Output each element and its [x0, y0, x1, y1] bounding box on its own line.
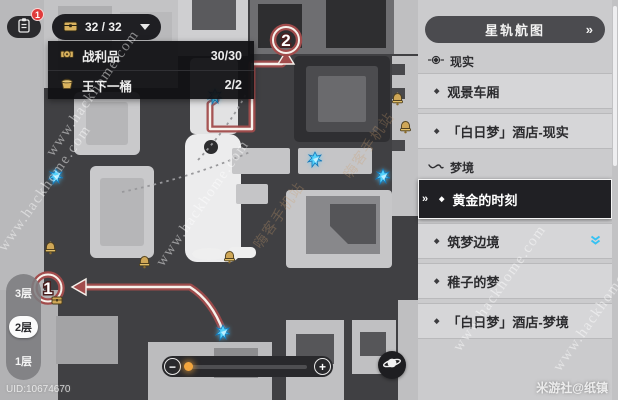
chevrons-right-icon: » — [585, 22, 593, 37]
notification-badge: 1 — [31, 8, 44, 21]
diamond-bullet-icon: ◆ — [434, 278, 440, 285]
sidebar-item-label: 稚子的梦 — [447, 274, 500, 290]
diamond-bullet-icon: ◆ — [434, 318, 440, 325]
sidebar-item-observation-car[interactable]: ◆ 观景车厢 — [418, 73, 612, 109]
diamond-bullet-icon: ◆ — [434, 238, 440, 245]
wave-icon — [428, 160, 444, 174]
teleport-marker-icon[interactable] — [375, 168, 391, 186]
collectible-counter[interactable]: 32 / 32 — [52, 14, 161, 40]
cyan-chevrons-down-icon — [589, 234, 602, 249]
route-marker-1: 1 — [43, 279, 52, 298]
sidebar-item-label: 「白日梦」酒店-现实 — [447, 124, 569, 140]
counter-value: 32 / 32 — [85, 20, 122, 34]
dashed-trail — [197, 91, 248, 161]
loot-icon — [60, 48, 74, 63]
bell-poi-icon[interactable] — [138, 255, 151, 269]
zoom-track[interactable] — [188, 364, 307, 369]
diamond-bullet-icon: ◆ — [439, 196, 445, 203]
map-title-bar[interactable]: 星轨航图 » — [425, 16, 605, 43]
teleport-marker-icon[interactable] — [307, 151, 323, 169]
route-path-2: 2 — [206, 23, 303, 133]
tracker-button[interactable] — [7, 16, 41, 38]
sidebar-item-dreamflux-reef[interactable]: ◆ 筑梦边境 — [418, 223, 612, 259]
route-path-1: 1 — [31, 271, 227, 335]
sidebar-item-golden-hour-selected[interactable]: » ◆ 黄金的时刻 — [418, 179, 612, 219]
diamond-bullet-icon: ◆ — [434, 128, 440, 135]
sidebar-item-daydream-hotel-dreamscape[interactable]: ◆ 「白日梦」酒店-梦境 — [418, 303, 612, 339]
world-map-button[interactable] — [378, 351, 406, 379]
sidebar-item-daydream-hotel-reality[interactable]: ◆ 「白日梦」酒店-现实 — [418, 113, 612, 149]
teleport-marker-icon[interactable] — [48, 168, 64, 186]
dropdown-row-loot[interactable]: 战利品 30/30 — [48, 41, 254, 70]
floor-selector: 3层 2层 1层 — [6, 274, 41, 380]
sidebar-item-label: 「白日梦」酒店-梦境 — [447, 314, 569, 330]
sidebar-item-label: 筑梦边境 — [447, 234, 500, 250]
floor-button-3[interactable]: 3层 — [14, 288, 33, 300]
zoom-slider[interactable]: − + — [162, 356, 333, 377]
route-marker-2: 2 — [281, 31, 290, 50]
planet-icon — [382, 355, 402, 376]
sidebar-item-label: 黄金的时刻 — [452, 192, 518, 208]
section-dreamscape: 梦境 — [428, 159, 602, 175]
bell-poi-icon[interactable] — [399, 120, 412, 134]
bucket-icon — [60, 77, 74, 93]
dropdown-row-count: 2/2 — [224, 78, 242, 92]
zoom-thumb[interactable] — [184, 362, 193, 371]
dropdown-row-label: 战利品 — [82, 50, 120, 64]
sidebar: 星轨航图 » 现实 ◆ 观景车厢 ◆ 「白日梦」酒店-现实 梦境 » ◆ 黄金的… — [418, 0, 612, 400]
teleport-marker-icon[interactable] — [215, 324, 231, 342]
page-title: 星轨航图 — [484, 23, 545, 38]
sidebar-item-childs-dream[interactable]: ◆ 稚子的梦 — [418, 263, 612, 299]
sidebar-item-label: 观景车厢 — [447, 84, 500, 100]
diamond-bullet-icon: ◆ — [434, 88, 440, 95]
sidebar-scrollbar[interactable] — [612, 0, 618, 400]
dropdown-row-count: 30/30 — [210, 48, 242, 63]
fountain — [192, 248, 226, 260]
clipboard-icon — [17, 17, 31, 38]
floor-button-2-selected[interactable]: 2层 — [9, 316, 38, 338]
bell-poi-icon[interactable] — [223, 250, 236, 264]
zoom-out-button[interactable]: − — [164, 358, 181, 375]
bell-poi-icon[interactable] — [44, 241, 57, 255]
chevrons-right-icon: » — [422, 193, 429, 205]
uid-watermark: UID:10674670 — [6, 384, 71, 395]
dropdown-row-label: 王下一桶 — [82, 79, 133, 94]
dropdown-row-bucket[interactable]: 王下一桶 2/2 — [48, 70, 254, 99]
zoom-in-button[interactable]: + — [314, 358, 331, 375]
caret-down-icon — [140, 24, 150, 30]
bell-poi-icon[interactable] — [391, 92, 404, 106]
chest-icon — [63, 19, 78, 35]
floor-button-1[interactable]: 1层 — [14, 356, 33, 368]
chest-poi-icon[interactable] — [51, 292, 63, 310]
section-label: 梦境 — [450, 160, 475, 175]
section-reality: 现实 — [428, 53, 602, 69]
compass-icon — [428, 54, 444, 68]
sidebar-scrollbar-thumb[interactable] — [613, 6, 617, 166]
section-label: 现实 — [450, 54, 475, 69]
collectible-dropdown: 战利品 30/30 王下一桶 2/2 — [48, 41, 254, 99]
credit-watermark: 米游社@纸镇 — [536, 381, 608, 395]
